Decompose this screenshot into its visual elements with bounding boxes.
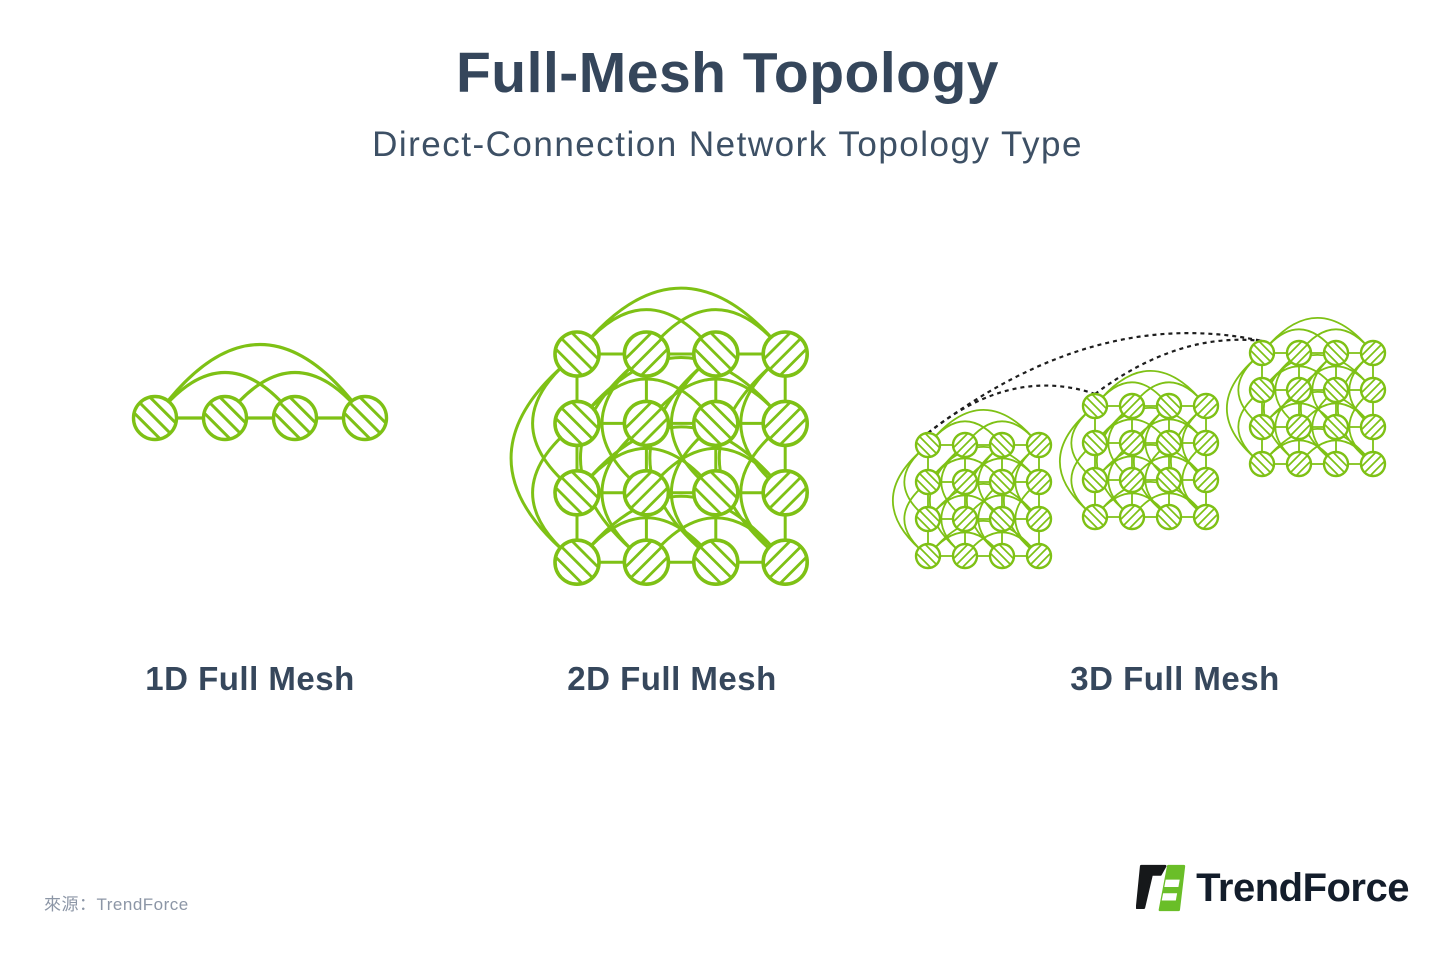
mesh-node: [1081, 392, 1109, 420]
mesh-node: [271, 394, 319, 442]
mesh-node: [1118, 503, 1146, 531]
page-title: Full-Mesh Topology: [455, 41, 1000, 105]
mesh-node: [1248, 450, 1276, 478]
mesh-node: [914, 505, 942, 533]
diagram-label-3d: 3D Full Mesh: [1070, 660, 1280, 697]
page-subtitle: Direct-Connection Network Topology Type: [372, 125, 1083, 164]
mesh-node: [1248, 376, 1276, 404]
mesh-node: [1155, 503, 1183, 531]
mesh-node: [622, 538, 671, 587]
mesh-node: [1285, 376, 1313, 404]
mesh-node: [341, 394, 389, 442]
mesh-node: [1359, 413, 1387, 441]
3d-mesh-plane-3: [1226, 317, 1387, 478]
mesh-node: [1285, 413, 1313, 441]
logo-mark-green-shape: [1158, 864, 1186, 912]
mesh-node: [1285, 450, 1313, 478]
mesh-node: [1285, 339, 1313, 367]
mesh-node: [1025, 468, 1053, 496]
mesh-node: [691, 468, 740, 517]
mesh-node: [1192, 466, 1220, 494]
inter-plane-links: [927, 332, 1263, 434]
trendforce-logo-text: TrendForce: [1196, 865, 1409, 910]
mesh-node: [1118, 429, 1146, 457]
2d-full-mesh-diagram: [509, 286, 810, 587]
mesh-node: [914, 431, 942, 459]
mesh-node: [553, 399, 601, 448]
mesh-node: [1322, 450, 1350, 478]
mesh-node: [1081, 429, 1109, 457]
mesh-node: [1081, 466, 1109, 494]
mesh-node: [1322, 413, 1350, 441]
mesh-node: [691, 538, 740, 587]
mesh-node: [1192, 503, 1220, 531]
mesh-node: [988, 505, 1016, 533]
mesh-node: [1025, 431, 1053, 459]
mesh-node: [1248, 339, 1276, 367]
mesh-node: [951, 431, 979, 459]
diagram-label-1d: 1D Full Mesh: [145, 660, 355, 697]
mesh-node: [1192, 429, 1220, 457]
1d-full-mesh-diagram: [131, 342, 389, 442]
mesh-node: [1359, 376, 1387, 404]
mesh-node: [201, 394, 249, 442]
mesh-node: [691, 330, 740, 378]
mesh-node: [622, 399, 671, 448]
mesh-node: [761, 468, 810, 517]
logo-mark-black-shape: [1136, 864, 1167, 910]
mesh-node: [622, 330, 671, 378]
mesh-node: [131, 394, 179, 442]
logo-mark-slot-1: [1164, 879, 1180, 887]
3d-mesh-plane-2: [1059, 370, 1220, 531]
mesh-node: [1025, 542, 1053, 570]
dashed-inter-plane-link: [927, 332, 1263, 434]
mesh-node: [553, 468, 601, 517]
mesh-node: [1359, 339, 1387, 367]
mesh-node: [1025, 505, 1053, 533]
dashed-inter-plane-link: [1094, 338, 1263, 395]
mesh-node: [914, 468, 942, 496]
mesh-node: [1155, 466, 1183, 494]
mesh-node: [1192, 392, 1220, 420]
mesh-links: [153, 342, 367, 420]
mesh-node: [951, 505, 979, 533]
mesh-node: [761, 330, 810, 378]
mesh-node: [1118, 392, 1146, 420]
mesh-node: [691, 399, 740, 448]
mesh-node: [1081, 503, 1109, 531]
mesh-node: [1155, 429, 1183, 457]
trendforce-logo-icon: [1136, 864, 1186, 912]
1d-mesh-row: [131, 342, 389, 442]
diagram-label-2d: 2D Full Mesh: [567, 660, 777, 697]
mesh-node: [1248, 413, 1276, 441]
mesh-node: [988, 468, 1016, 496]
mesh-node: [988, 542, 1016, 570]
mesh-node: [951, 542, 979, 570]
3d-full-mesh-diagram: [892, 317, 1387, 570]
source-note: 來源：TrendForce: [44, 895, 189, 914]
mesh-node: [622, 468, 671, 517]
mesh-node: [761, 538, 810, 587]
mesh-node: [553, 330, 601, 378]
mesh-node: [1322, 376, 1350, 404]
mesh-node: [914, 542, 942, 570]
mesh-node: [1359, 450, 1387, 478]
logo-mark-slot-2: [1161, 893, 1178, 901]
2d-mesh-grid: [509, 286, 810, 587]
3d-mesh-plane-1: [892, 409, 1053, 570]
mesh-node: [761, 399, 810, 448]
mesh-node: [1118, 466, 1146, 494]
mesh-node: [1155, 392, 1183, 420]
mesh-node: [951, 468, 979, 496]
mesh-node: [1322, 339, 1350, 367]
mesh-node: [553, 538, 601, 587]
dashed-inter-plane-link: [927, 384, 1096, 434]
mesh-node: [988, 431, 1016, 459]
trendforce-logo: TrendForce: [1136, 860, 1409, 916]
